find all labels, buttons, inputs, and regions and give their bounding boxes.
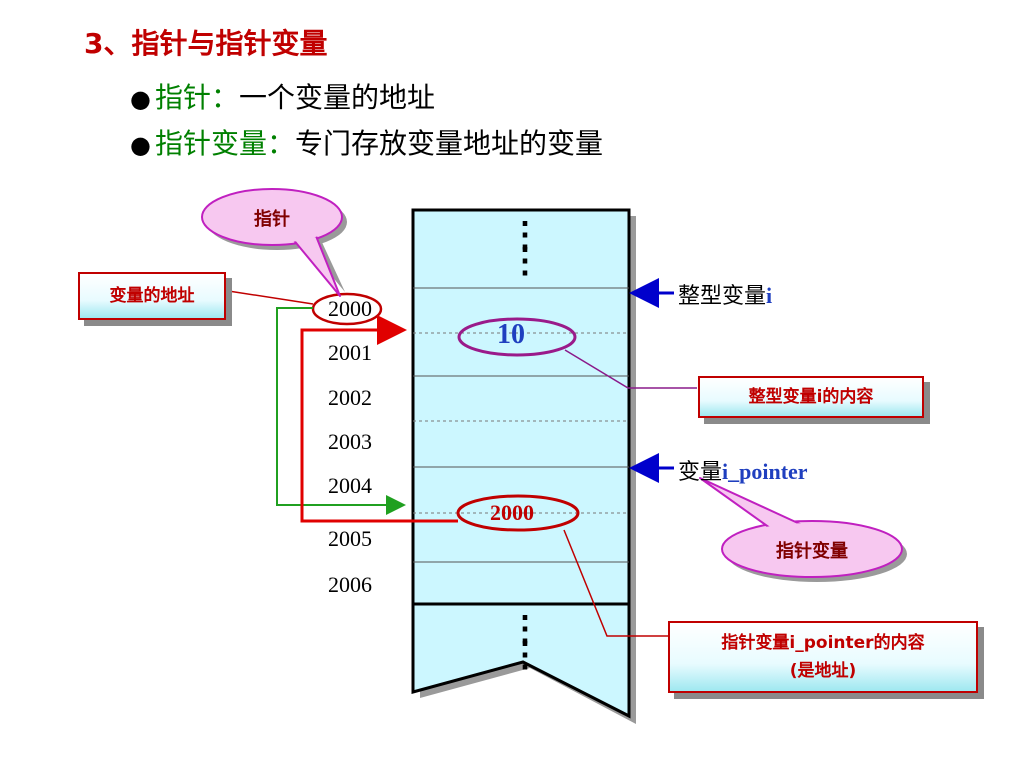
variable-address-box: 变量的地址 bbox=[78, 272, 226, 320]
int-value: 10 bbox=[497, 319, 525, 350]
bullet-definition: 专门存放变量地址的变量 bbox=[294, 127, 603, 160]
pointer-value-oval bbox=[456, 494, 580, 532]
address-label: 2005 bbox=[328, 526, 372, 551]
bullet-definition: 一个变量的地址 bbox=[238, 81, 435, 114]
bullet-dot-icon: ● bbox=[130, 85, 151, 113]
value-oval bbox=[457, 317, 577, 357]
green-arrow bbox=[276, 307, 406, 515]
pointer-var-bubble-fill bbox=[724, 523, 900, 575]
pointer-var-bubble-label: 指针变量 bbox=[776, 541, 848, 562]
int-content-box: 整型变量i的内容 bbox=[698, 376, 924, 418]
connector-line bbox=[563, 529, 668, 637]
pointer-bubble-label: 指针 bbox=[254, 209, 290, 230]
int-var-label: 整型变量i bbox=[678, 283, 773, 309]
connector-line bbox=[221, 289, 314, 305]
page-title: 3、指针与指针变量 bbox=[84, 27, 328, 60]
pointer-content-line: (是地址) bbox=[789, 661, 857, 681]
address-label: 2002 bbox=[328, 385, 372, 410]
address-label: 2000 bbox=[328, 296, 372, 321]
address-label: 2003 bbox=[328, 429, 372, 454]
pointer-bubble-fill bbox=[204, 191, 340, 243]
bullet-term: 指针变量： bbox=[154, 127, 295, 160]
bullet-pointer: ●指针：一个变量的地址 bbox=[130, 76, 435, 116]
pointer-value: 2000 bbox=[490, 500, 534, 525]
red-arrow bbox=[300, 315, 458, 523]
pointer-content-line: 指针变量i_pointer的内容 bbox=[721, 633, 925, 653]
address-label: 2001 bbox=[328, 340, 372, 365]
address-label: 2004 bbox=[328, 473, 372, 498]
address-label: 2006 bbox=[328, 572, 372, 597]
memory-ellipsis-bottom: ⋮⋮ bbox=[508, 609, 542, 675]
connector-line bbox=[564, 349, 697, 389]
memory-ellipsis-top: ⋮⋮ bbox=[508, 215, 542, 281]
bullet-term: 指针： bbox=[154, 81, 239, 114]
pointer-content-box: 指针变量i_pointer的内容 (是地址) bbox=[668, 621, 978, 693]
bullet-dot-icon: ● bbox=[130, 131, 151, 159]
bullet-pointer-variable: ●指针变量：专门存放变量地址的变量 bbox=[130, 122, 603, 162]
ptr-var-label: 变量i_pointer bbox=[678, 459, 808, 485]
